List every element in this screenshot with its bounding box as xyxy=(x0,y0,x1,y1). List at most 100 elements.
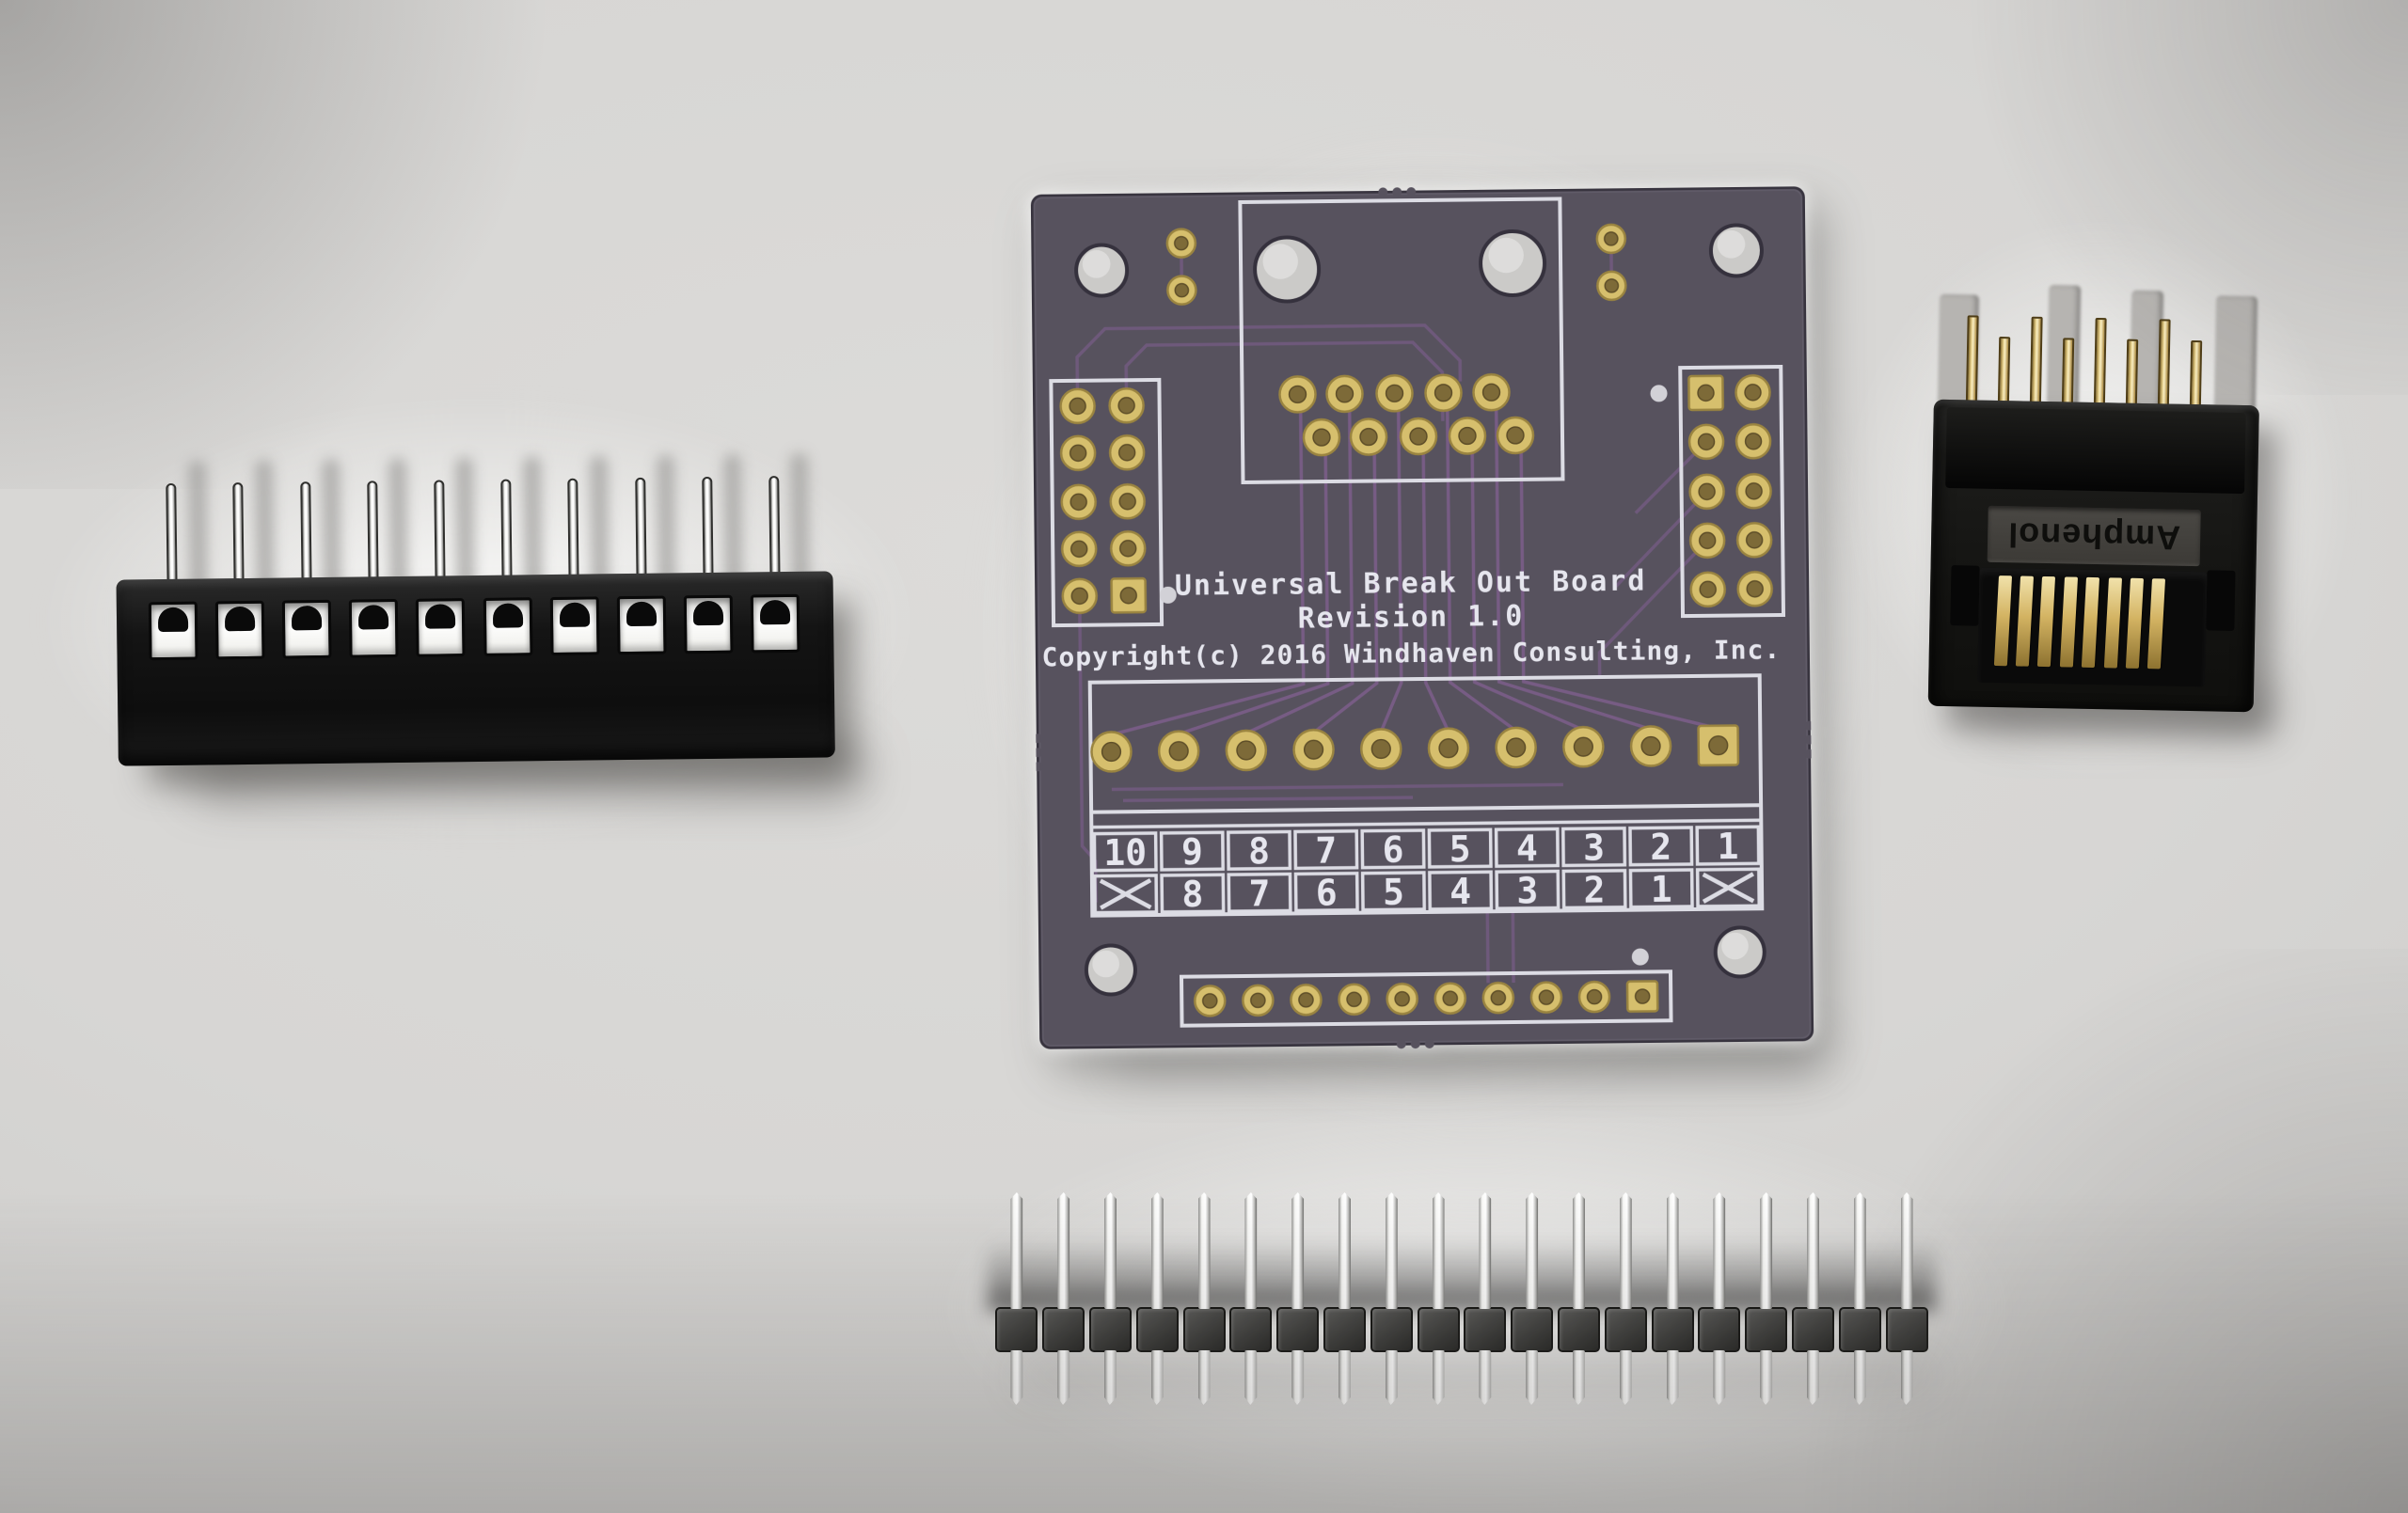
pin-shadow xyxy=(254,459,275,593)
header-pin-bottom xyxy=(1433,1350,1445,1405)
latch-notch xyxy=(1950,565,1980,626)
via-pad xyxy=(1596,270,1627,302)
left-header-footprint-outline xyxy=(1049,377,1164,628)
grid-cell: 4 xyxy=(1428,870,1494,912)
terminal-position xyxy=(608,573,675,655)
terminal-row-pad xyxy=(1427,727,1470,769)
header-pin-column xyxy=(1602,1192,1649,1405)
pin-shadow xyxy=(187,460,208,594)
fiducial-dot xyxy=(1159,586,1177,604)
right-array-pad xyxy=(1735,374,1771,411)
terminal-pin xyxy=(299,481,312,586)
header-pin-column xyxy=(1275,1192,1322,1405)
mount-hole xyxy=(1713,925,1766,979)
left-array-pad xyxy=(1110,576,1148,614)
header-plastic-block xyxy=(1417,1307,1460,1352)
screw-clamp xyxy=(148,601,198,661)
grid-cell-label: 5 xyxy=(1383,872,1404,913)
header-plastic-block xyxy=(1135,1307,1179,1352)
terminal-position xyxy=(674,573,742,654)
terminal-position xyxy=(473,575,541,656)
clamp-opening xyxy=(291,605,323,631)
contact-finger xyxy=(2082,576,2100,669)
right-array-pad xyxy=(1688,522,1726,559)
header-pin-column xyxy=(1087,1192,1134,1405)
grid-cell xyxy=(1695,867,1762,908)
right-array-pad xyxy=(1735,423,1772,460)
header-plastic-block xyxy=(1229,1307,1273,1352)
grid-cell-label: 6 xyxy=(1316,872,1338,913)
mount-hole xyxy=(1084,943,1137,997)
header-pin-top xyxy=(1666,1192,1679,1309)
mount-hole xyxy=(1708,223,1764,278)
grid-cell-label: 5 xyxy=(1450,828,1471,870)
header-reflection-smudge xyxy=(988,1239,1936,1311)
grid-cell-label: 1 xyxy=(1651,869,1672,910)
bottom-row-pad xyxy=(1290,984,1323,1017)
left-array-pad xyxy=(1108,387,1145,424)
terminal-row-pad xyxy=(1495,726,1537,769)
bottom-row-pad xyxy=(1242,984,1275,1017)
header-pin-column xyxy=(1180,1192,1228,1405)
header-pin-top xyxy=(1338,1192,1351,1309)
grid-cell-label: 4 xyxy=(1450,871,1471,912)
header-pin-top xyxy=(1197,1192,1211,1309)
header-pin-bottom xyxy=(1901,1350,1913,1405)
silkscreen-copyright: Copyright(c) 2016 Windhaven Consulting, … xyxy=(1041,634,1781,672)
header-pin-top xyxy=(1713,1192,1726,1309)
grid-cell: 2 xyxy=(1628,826,1694,868)
left-array-pad xyxy=(1109,530,1147,567)
terminal-position xyxy=(273,577,341,659)
terminal-footprint-outline xyxy=(1087,673,1765,918)
header-pin-top xyxy=(1572,1192,1585,1309)
terminal-pin xyxy=(434,480,446,584)
right-array-pad xyxy=(1687,374,1724,412)
right-array-pad xyxy=(1687,423,1725,461)
fiducial-dot xyxy=(1631,948,1649,966)
header-pin-column xyxy=(1509,1192,1556,1405)
header-pin-bottom xyxy=(1620,1350,1632,1405)
rj45-pad xyxy=(1472,372,1511,412)
clamp-opening xyxy=(224,606,255,632)
header-pin-column xyxy=(993,1192,1040,1405)
grid-cell: 8 xyxy=(1227,829,1292,872)
right-array-pad xyxy=(1689,571,1726,608)
header-pin-top xyxy=(1806,1192,1819,1309)
grid-cell: 10 xyxy=(1092,831,1158,874)
header-pin-bottom xyxy=(1291,1350,1304,1405)
left-array-pad xyxy=(1061,577,1098,615)
plastic-tab xyxy=(2213,295,2258,412)
screw-clamp xyxy=(483,597,533,656)
pin-shadow xyxy=(723,453,743,588)
bottom-row-pad xyxy=(1481,981,1515,1015)
header-pins xyxy=(993,1192,1930,1405)
header-pin-top xyxy=(1150,1192,1164,1309)
right-array-pad xyxy=(1735,522,1773,559)
header-plastic-block xyxy=(1276,1307,1320,1352)
header-plastic-block xyxy=(1838,1307,1881,1352)
grid-cell-label: 3 xyxy=(1516,870,1538,911)
terminal-position xyxy=(340,576,407,658)
header-pin-top xyxy=(1619,1192,1632,1309)
screw-clamp xyxy=(751,593,800,654)
right-array-pad xyxy=(1688,473,1725,511)
left-array-pad xyxy=(1109,483,1146,520)
grid-cell: 2 xyxy=(1561,868,1627,911)
header-pin-column xyxy=(1415,1192,1462,1405)
header-plastic-block xyxy=(1042,1307,1085,1352)
terminal-pin xyxy=(166,482,178,587)
header-pin-column xyxy=(1883,1192,1930,1405)
rj45-contact-fingers xyxy=(1991,575,2169,670)
terminal-positions xyxy=(117,571,834,661)
screw-clamp xyxy=(616,595,667,655)
contact-finger xyxy=(2015,575,2035,667)
bottom-header-footprint-outline xyxy=(1179,969,1673,1028)
rj45-top-cavity xyxy=(1945,406,2246,495)
rj45-pad xyxy=(1496,416,1535,455)
left-array-pad xyxy=(1059,434,1097,472)
via-pad xyxy=(1595,223,1627,255)
screw-clamp xyxy=(281,599,332,659)
header-pin-bottom xyxy=(1151,1350,1164,1405)
screw-clamp xyxy=(348,599,399,658)
grid-cell-label: 4 xyxy=(1516,827,1538,869)
